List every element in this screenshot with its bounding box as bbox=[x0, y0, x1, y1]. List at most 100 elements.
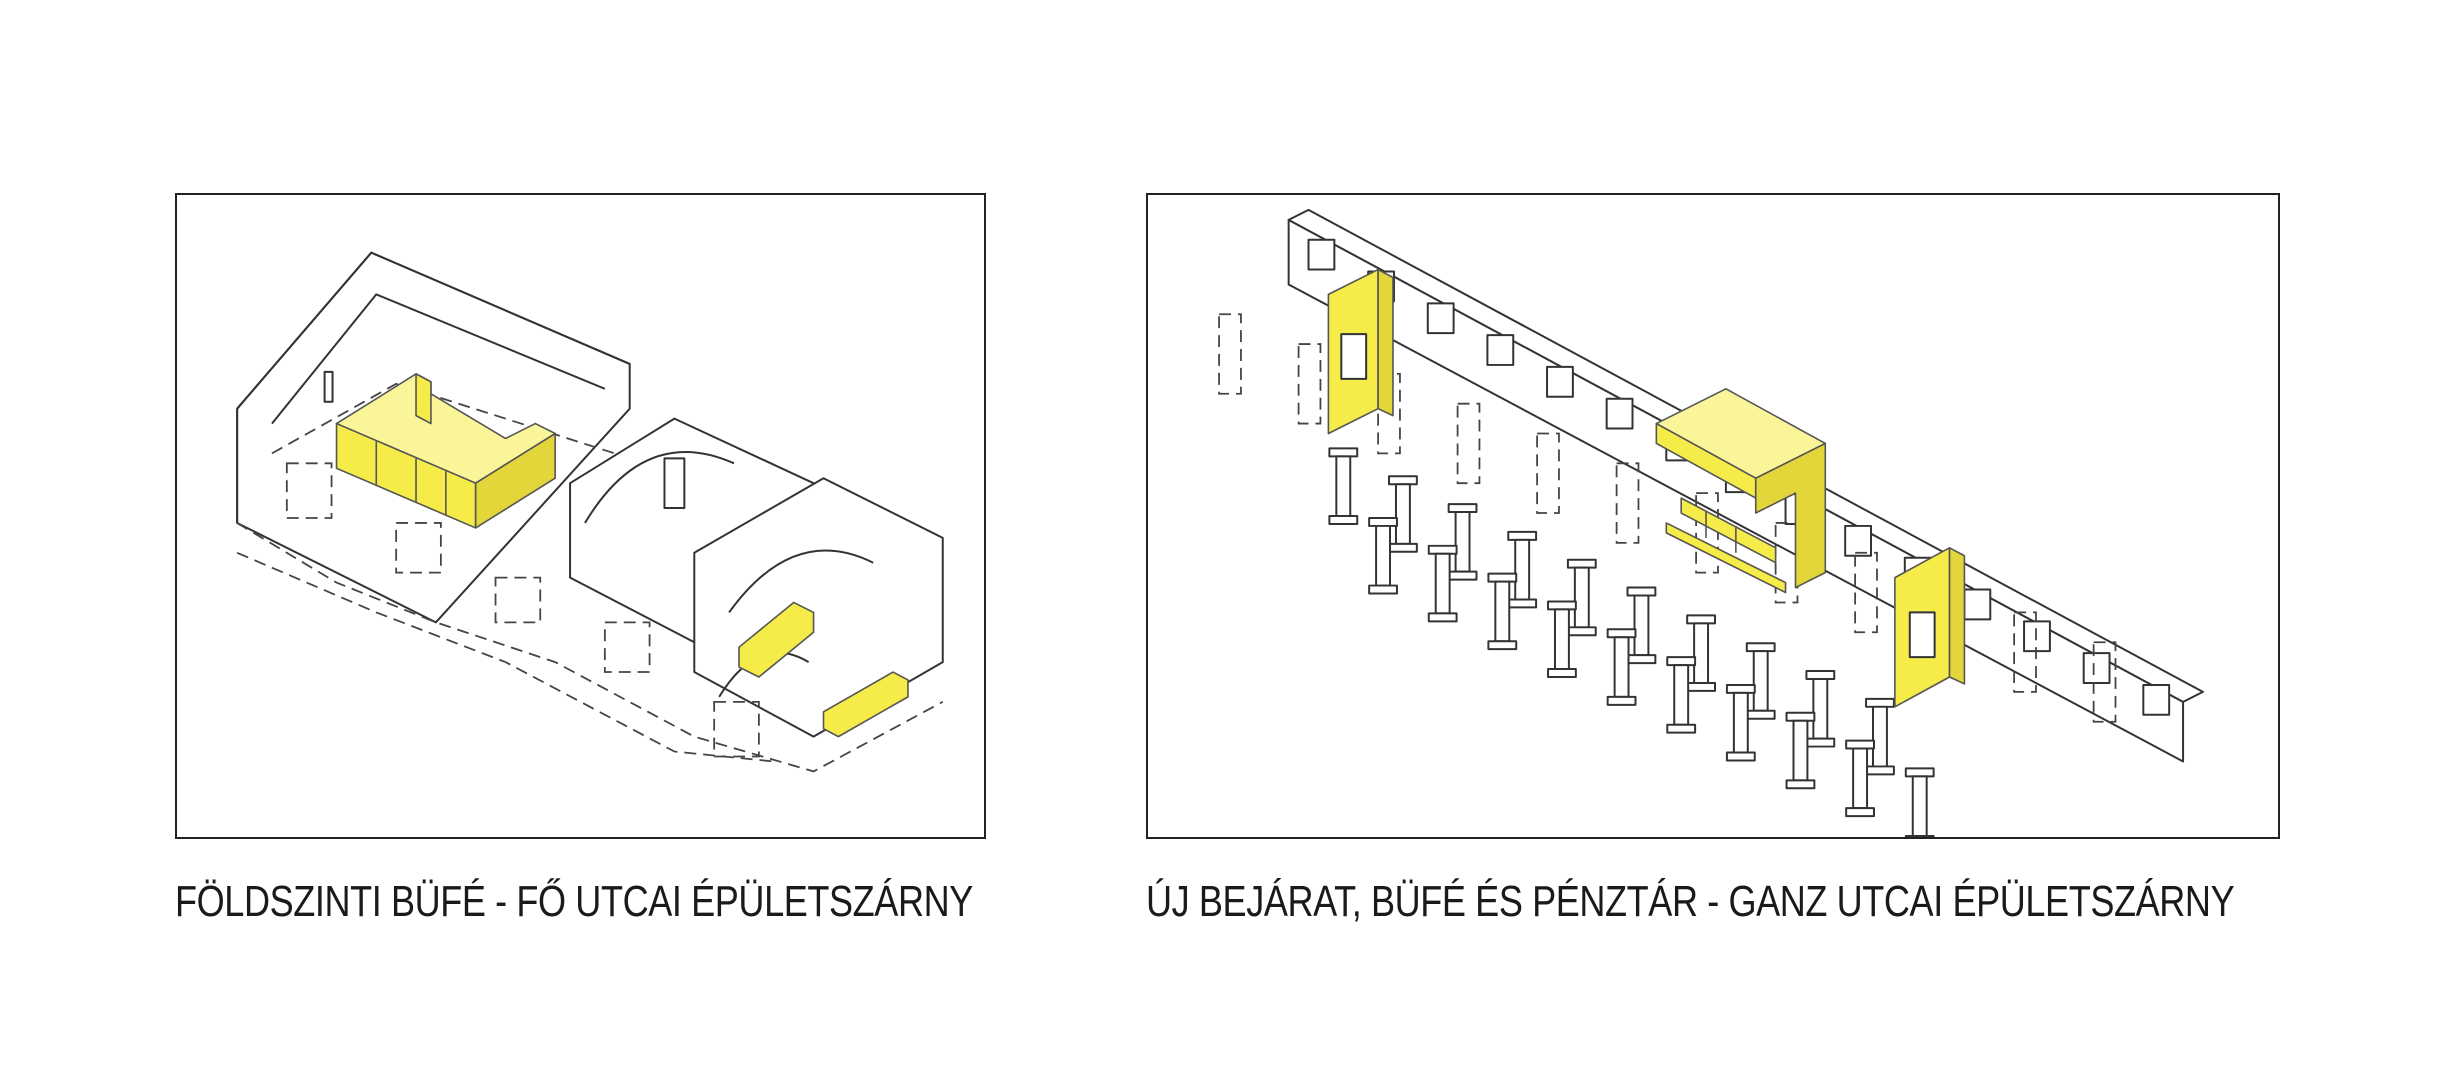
column-capital bbox=[1507, 530, 1538, 541]
column-base bbox=[1845, 807, 1875, 818]
facade-window bbox=[1426, 302, 1455, 335]
column-base bbox=[1865, 765, 1895, 776]
bench-highlight-middle bbox=[738, 601, 815, 678]
hidden-box-3 bbox=[494, 576, 542, 624]
column-capital bbox=[1388, 475, 1418, 486]
hidden-box-2 bbox=[395, 522, 442, 574]
column-base bbox=[1666, 723, 1697, 734]
hidden-pier bbox=[1218, 313, 1242, 395]
column-shaft bbox=[1911, 775, 1928, 837]
hidden-box-1 bbox=[285, 462, 333, 519]
column-base bbox=[1388, 542, 1418, 553]
column-capital bbox=[1785, 711, 1816, 722]
column-capital bbox=[1745, 642, 1776, 653]
column-shaft bbox=[1852, 747, 1869, 810]
ticket-office-highlight bbox=[1655, 387, 1827, 594]
column-shaft bbox=[1375, 524, 1392, 587]
column-base bbox=[1566, 626, 1597, 637]
isometric-drawing-main-street-wing bbox=[236, 251, 944, 773]
column-shaft bbox=[1693, 622, 1710, 684]
column-shaft bbox=[1434, 552, 1451, 615]
column-base bbox=[1725, 751, 1756, 762]
column-base bbox=[1547, 668, 1577, 678]
column-base bbox=[1904, 835, 1935, 837]
column-shaft bbox=[1633, 594, 1650, 657]
building-wall-top-edge bbox=[236, 251, 631, 410]
column-shaft bbox=[1514, 538, 1531, 601]
column-shaft bbox=[1872, 705, 1888, 768]
column-base bbox=[1427, 612, 1458, 623]
hidden-pier bbox=[1456, 402, 1481, 485]
entrance-frame-left-highlight bbox=[1327, 268, 1394, 435]
column-base bbox=[1805, 737, 1836, 748]
diagram-panel-new-entrance bbox=[1146, 193, 2280, 839]
facade-window bbox=[1844, 524, 1873, 557]
isometric-drawing-ganz-street-wing bbox=[1218, 208, 2204, 837]
column-base bbox=[1686, 681, 1716, 692]
column-shaft bbox=[1494, 580, 1511, 643]
hidden-pier bbox=[1536, 432, 1560, 514]
column-shaft bbox=[1732, 691, 1749, 754]
column-capital bbox=[1427, 544, 1458, 555]
column-capital bbox=[1845, 739, 1875, 750]
column-base bbox=[1368, 584, 1398, 595]
column-capital bbox=[1606, 628, 1637, 639]
diagram-panel-ground-floor-buffet bbox=[175, 193, 986, 839]
column-base bbox=[1507, 598, 1538, 609]
caption-new-entrance-buffet-ticket-office: ÚJ BEJÁRAT, BÜFÉ ÉS PÉNZTÁR - GANZ UTCAI… bbox=[1146, 877, 2235, 926]
hidden-pier bbox=[1615, 462, 1640, 544]
column-capital bbox=[1487, 572, 1518, 583]
vault-arch-right bbox=[728, 549, 874, 613]
column-capital bbox=[1686, 614, 1716, 625]
column-shaft bbox=[1613, 636, 1630, 698]
column-base bbox=[1328, 515, 1359, 525]
column-shaft bbox=[1335, 455, 1352, 517]
column-capital bbox=[1626, 586, 1657, 597]
column-shaft bbox=[1792, 719, 1809, 782]
hidden-box-5 bbox=[713, 700, 760, 758]
column-shaft bbox=[1553, 608, 1570, 671]
column-capital bbox=[1547, 600, 1577, 611]
facade-window bbox=[1963, 588, 1992, 621]
facade-window bbox=[1486, 334, 1515, 366]
entrance-frame-right-highlight bbox=[1894, 547, 1966, 708]
hidden-lines-foundation bbox=[236, 551, 774, 763]
column-capital bbox=[1904, 767, 1935, 778]
column-shaft bbox=[1673, 664, 1690, 726]
column-base bbox=[1785, 779, 1816, 790]
hidden-pier bbox=[1297, 343, 1322, 425]
pillar-middle bbox=[663, 457, 686, 510]
facade-window bbox=[1605, 397, 1634, 430]
bench-highlight-right bbox=[822, 671, 909, 738]
column-shaft bbox=[1573, 566, 1590, 629]
column-shaft bbox=[1812, 677, 1829, 740]
column-base bbox=[1626, 654, 1657, 665]
column-capital bbox=[1566, 558, 1597, 569]
column-shaft bbox=[1394, 483, 1411, 545]
window-slot bbox=[323, 370, 334, 403]
colonnade bbox=[1328, 447, 1935, 837]
column-base bbox=[1606, 695, 1637, 706]
buffet-counter-highlight bbox=[335, 373, 556, 529]
column-capital bbox=[1865, 697, 1895, 708]
hidden-lines-floor bbox=[236, 522, 944, 773]
column-shaft bbox=[1454, 511, 1471, 573]
facade-window bbox=[1546, 365, 1574, 398]
column-base bbox=[1745, 709, 1776, 720]
column-capital bbox=[1725, 683, 1756, 694]
hidden-lines-inner bbox=[271, 382, 616, 455]
column-base bbox=[1487, 640, 1518, 651]
caption-ground-floor-buffet: FÖLDSZINTI BÜFÉ - FŐ UTCAI ÉPÜLETSZÁRNY bbox=[175, 877, 973, 926]
facade-window bbox=[2023, 620, 2051, 653]
facade-window bbox=[2142, 683, 2171, 716]
facade-window bbox=[1307, 238, 1336, 271]
vault-arch-middle bbox=[584, 451, 735, 524]
column-capital bbox=[1368, 516, 1398, 527]
hidden-pier bbox=[2092, 641, 2117, 723]
building-wall-inner-edge bbox=[271, 293, 606, 425]
facade-window bbox=[2082, 652, 2111, 684]
hidden-box-4 bbox=[603, 621, 651, 673]
column-shaft bbox=[1752, 650, 1769, 712]
column-capital bbox=[1328, 447, 1359, 458]
column-capital bbox=[1805, 670, 1836, 680]
